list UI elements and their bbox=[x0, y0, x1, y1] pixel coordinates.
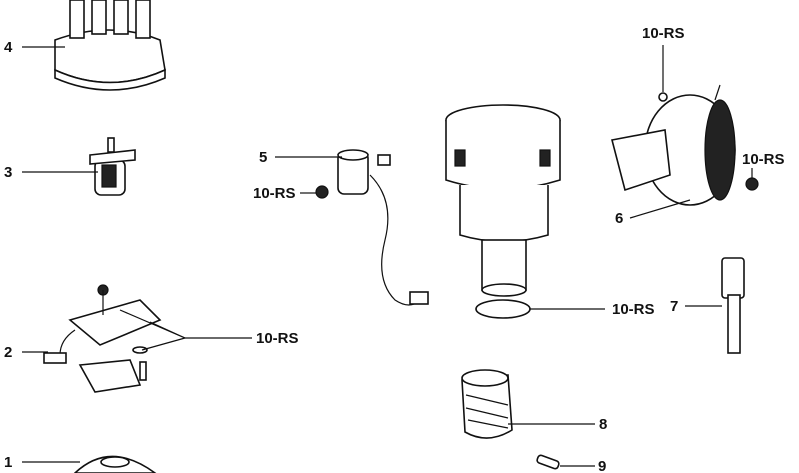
callout-10rs-condenser-nut: 10-RS bbox=[253, 185, 296, 202]
callout-8: 8 bbox=[599, 416, 607, 433]
callout-6: 6 bbox=[615, 210, 623, 227]
callout-3: 3 bbox=[4, 164, 12, 181]
callout-5: 5 bbox=[259, 149, 267, 166]
callout-10rs-oring: 10-RS bbox=[612, 301, 655, 318]
shaft-part bbox=[721, 257, 745, 354]
callout-1: 1 bbox=[4, 454, 12, 471]
base-plate-part bbox=[73, 455, 157, 473]
rotor-part bbox=[89, 137, 136, 196]
roll-pin-part bbox=[536, 454, 560, 470]
callout-2: 2 bbox=[4, 344, 12, 361]
contact-breaker-part bbox=[43, 284, 162, 393]
callout-10rs-breaker: 10-RS bbox=[256, 330, 299, 347]
vacuum-advance-part bbox=[611, 84, 759, 206]
drive-gear-part bbox=[461, 369, 513, 439]
callout-10rs-clip: 10-RS bbox=[642, 25, 685, 42]
leader-lines bbox=[22, 45, 753, 467]
callout-7: 7 bbox=[670, 298, 678, 315]
condenser-part bbox=[315, 149, 429, 306]
callout-9: 9 bbox=[598, 458, 606, 473]
distributor-body-part bbox=[445, 104, 561, 319]
distributor-cap-part bbox=[54, 0, 166, 91]
callout-4: 4 bbox=[4, 39, 13, 56]
callout-10rs-vacuum-nut: 10-RS bbox=[742, 151, 785, 168]
